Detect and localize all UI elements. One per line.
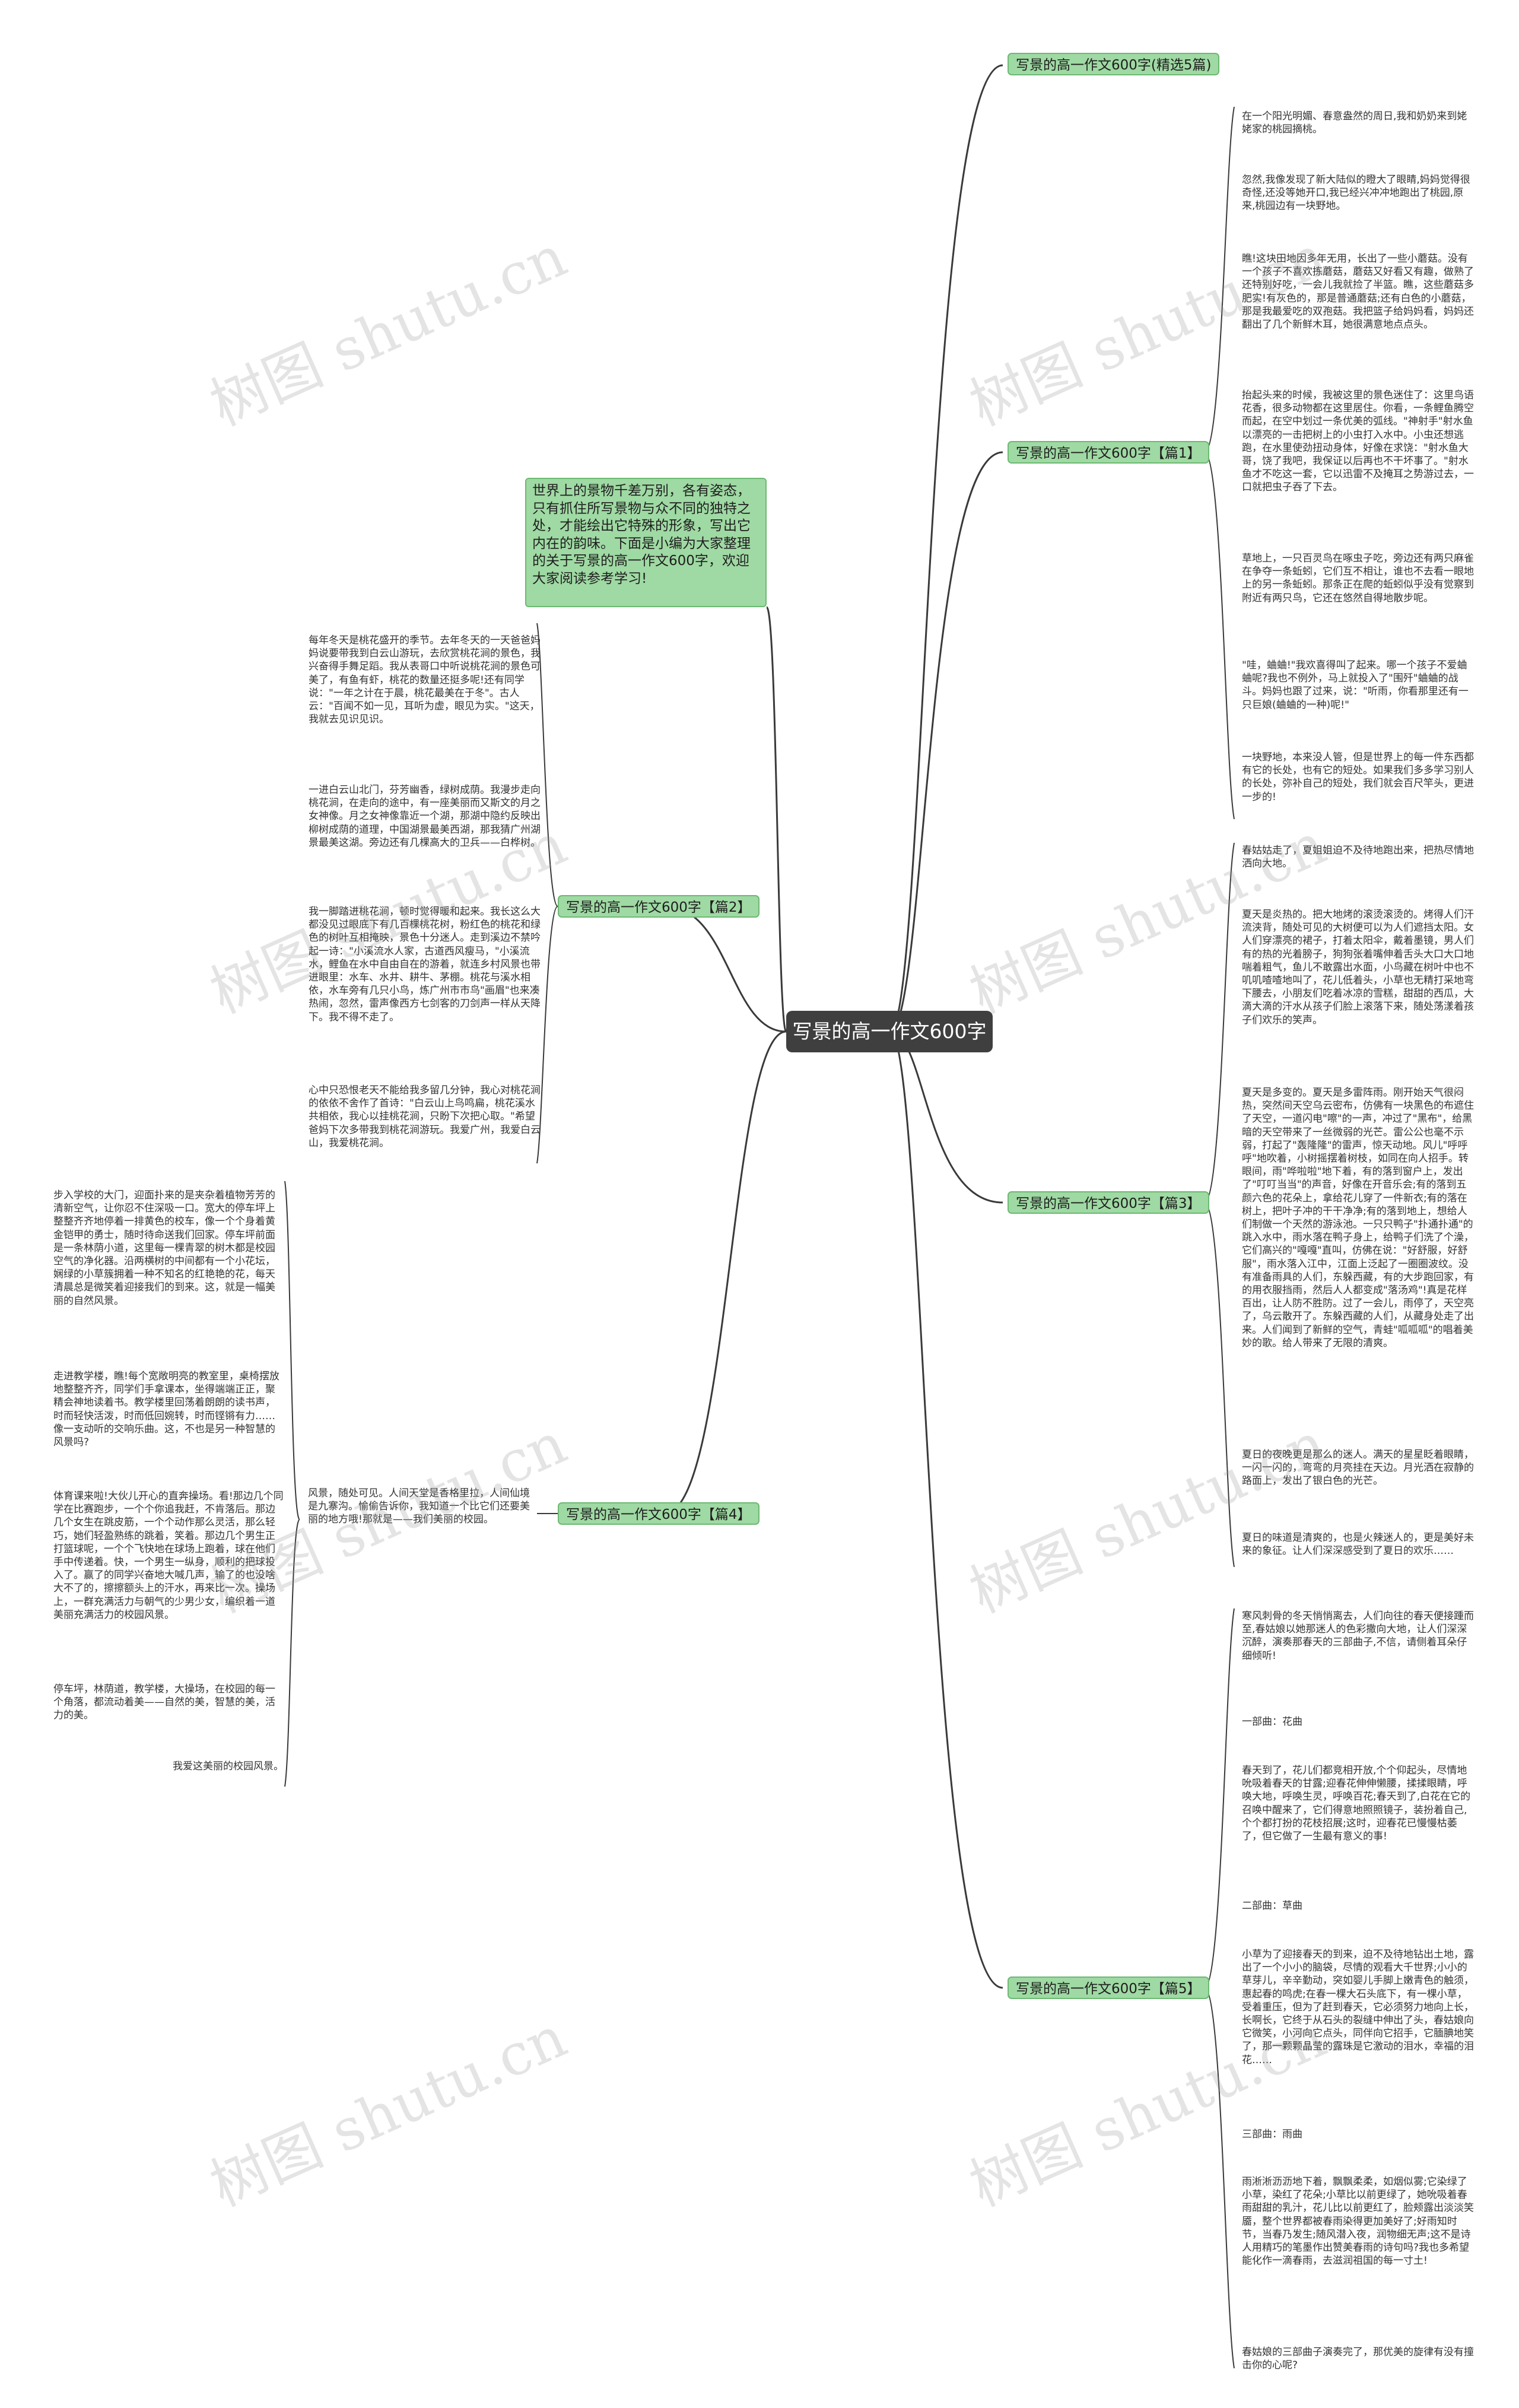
branch-top[interactable]: 写景的高一作文600字(精选5篇) [1008, 53, 1220, 75]
link-root-p1 [889, 451, 1003, 1033]
p1-paragraph-1: 在一个阳光明媚、春意盎然的周日,我和奶奶来到姥姥家的桃园摘桃。 [1242, 110, 1467, 136]
p2-paragraph-4: 心中只恐恨老天不能给我多留几分钟，我心对桃花涧的依依不舍作了首诗："白云山上鸟鸣… [309, 1084, 541, 1149]
bracket-p3 [1204, 842, 1235, 1568]
p5-paragraph-1: 寒风刺骨的冬天悄悄离去，人们向往的春天便接踵而至,春姑娘以她那迷人的色彩撒向大地… [1242, 1610, 1474, 1662]
p3-paragraph-2: 夏天是炎热的。把大地烤的滚烫滚烫的。烤得人们汗流浃背，随处可见的大树便可以为人们… [1242, 909, 1474, 1026]
p4-paragraph-4: 停车坪，林荫道，教学楼，大操场，在校园的每一个角落，都流动着美——自然的美，智慧… [53, 1683, 275, 1722]
p3-paragraph-4: 夏日的夜晚更是那么的迷人。满天的星星眨着眼睛，一闪一闪的，弯弯的月亮挂在天边。月… [1242, 1449, 1474, 1487]
p5-paragraph-3: 小草为了迎接春天的到来，迫不及待地钻出土地，露出了一个小小的脑袋，尽情的观看大千… [1242, 1949, 1474, 2066]
p5-heading-3: 三部曲：雨曲 [1242, 2128, 1302, 2140]
p3-paragraph-5: 夏日的味道是清爽的，也是火辣迷人的，更是美好未来的象征。让人们深深感受到了夏日的… [1242, 1532, 1474, 1557]
link-root-p4 [664, 1030, 787, 1515]
p4-paragraph-2: 走进教学楼，瞧!每个宽敞明亮的教室里，桌椅摆放地整整齐齐，同学们手拿课本，坐得端… [53, 1370, 279, 1449]
p4-paragraph-3: 体育课来啦!大伙儿开心的直奔操场。看!那边几个同学在比赛跑步，一个个你追我赶，不… [53, 1490, 284, 1621]
bracket-p5 [1204, 1608, 1235, 2369]
root-node[interactable]: 写景的高一作文600字 [786, 1011, 993, 1052]
p5-paragraph-4: 雨淅淅沥沥地下着，飘飘柔柔，如烟似雾;它染绿了小草，染红了花朵;小草比以前更绿了… [1242, 2176, 1474, 2267]
bracket-p1 [1204, 106, 1235, 820]
link-root-intro [765, 606, 787, 1033]
p1-paragraph-3: 瞧!这块田地因多年无用，长出了一些小蘑菇。没有一个孩子不喜欢拣蘑菇，蘑菇又好看又… [1242, 253, 1474, 331]
p3-paragraph-3: 夏天是多变的。夏天是多雷阵雨。刚开始天气很闷热，突然间天空乌云密布，仿佛有一块黑… [1242, 1087, 1474, 1349]
p4-paragraph-5: 我爱这美丽的校园风景。 [173, 1760, 284, 1772]
link-root-p5 [889, 1030, 1003, 1989]
link-root-p2 [664, 905, 787, 1033]
p2-paragraph-2: 一进白云山北门，芬芳幽香，绿树成荫。我漫步走向桃花涧，在走向的途中，有一座美丽而… [309, 784, 541, 849]
branch-p4[interactable]: 写景的高一作文600字【篇4】 [558, 1502, 760, 1525]
branch-p3[interactable]: 写景的高一作文600字【篇3】 [1008, 1191, 1209, 1214]
p3-paragraph-1: 春姑姑走了，夏姐姐迫不及待地跑出来，把热尽情地洒向大地。 [1242, 845, 1474, 870]
branch-p2[interactable]: 写景的高一作文600字【篇2】 [558, 895, 760, 918]
p1-paragraph-2: 忽然,我像发现了新大陆似的瞪大了眼睛,妈妈觉得很奇怪,还没等她开口,我已经兴冲冲… [1242, 174, 1470, 212]
intro-node[interactable]: 世界上的景物千差万别，各有姿态，只有抓住所写景物与众不同的独特之处，才能绘出它特… [525, 478, 767, 607]
bracket-p4-extra [284, 1181, 300, 1787]
bracket-p2 [536, 623, 558, 1164]
p5-paragraph-2: 春天到了，花儿们都竞相开放,个个仰起头，尽情地吮吸着春天的甘露;迎春花伸伸懒腰，… [1242, 1765, 1471, 1843]
p1-paragraph-5: 草地上，一只百灵鸟在啄虫子吃，旁边还有两只麻雀在争夺一条蚯蚓，它们互不相让，谁也… [1242, 553, 1474, 604]
p1-paragraph-6: "哇，蛐蛐!"我欢喜得叫了起来。哪一个孩子不爱蛐蛐呢?我也不例外，马上就投入了"… [1242, 659, 1469, 711]
p5-heading-1: 一部曲：花曲 [1242, 1716, 1302, 1728]
p1-paragraph-7: 一块野地，本来没人管，但是世界上的每一件东西都有它的长处，也有它的短处。如果我们… [1242, 751, 1474, 803]
p5-paragraph-5: 春姑娘的三部曲子演奏完了，那优美的旋律有没有撞击你的心呢? [1242, 2346, 1474, 2372]
link-root-top [889, 64, 1003, 1033]
branch-p1[interactable]: 写景的高一作文600字【篇1】 [1008, 441, 1209, 464]
p2-paragraph-1: 每年冬天是桃花盛开的季节。去年冬天的一天爸爸妈妈说要带我到白云山游玩，去欣赏桃花… [309, 634, 541, 726]
leaf-brackets [284, 106, 1235, 2369]
p5-heading-2: 二部曲：草曲 [1242, 1900, 1302, 1912]
p1-paragraph-4: 抬起头来的时候，我被这里的景色迷住了：这里鸟语花香，很多动物都在这里居住。你看，… [1242, 389, 1474, 494]
p2-paragraph-3: 我一脚踏进桃花涧，顿时觉得暖和起来。我长这么大都没见过眼底下有几百棵桃花树，粉红… [309, 906, 541, 1023]
branch-p5[interactable]: 写景的高一作文600字【篇5】 [1008, 1976, 1209, 1999]
p4-intro-paragraph: 风景，随处可见。人间天堂是香格里拉，人间仙境是九寨沟。愉偷告诉你，我知道一个比它… [308, 1487, 530, 1526]
p4-paragraph-1: 步入学校的大门，迎面扑来的是夹杂着植物芳芳的清新空气，让你忍不住深吸一口。宽大的… [53, 1189, 275, 1307]
